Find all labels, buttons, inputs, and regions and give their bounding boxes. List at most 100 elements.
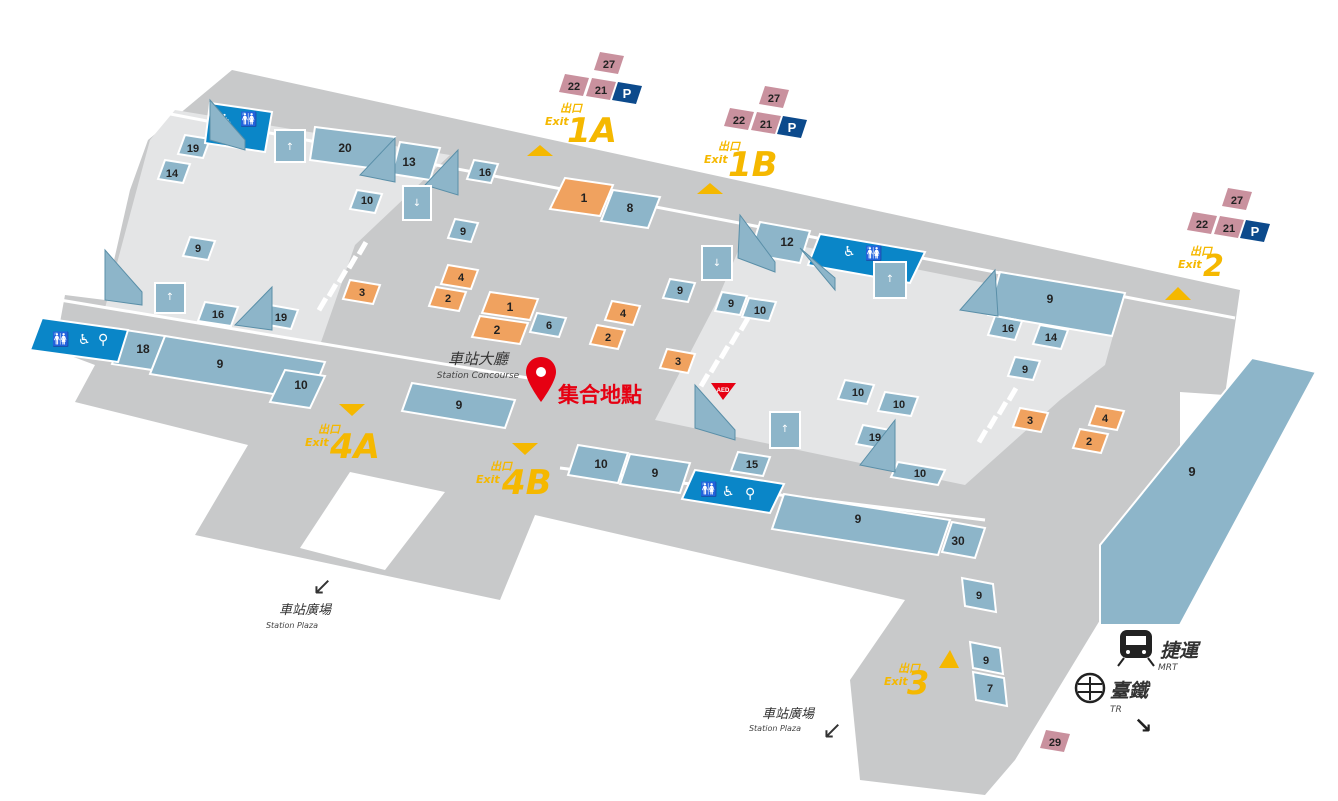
escalator-icon [694,383,736,441]
shop-4-c[interactable] [1087,404,1126,432]
shop-4-a[interactable] [439,263,480,291]
shop-10-c[interactable] [268,368,327,410]
svg-text:↘: ↘ [1134,714,1152,739]
escalator-icon [359,136,396,183]
exit-4b[interactable]: 出口 Exit 4B [476,460,552,503]
svg-text:Exit: Exit [305,436,329,449]
shop-1-b[interactable] [480,290,540,322]
shop-19-a[interactable] [176,133,212,160]
svg-text:↑: ↑ [166,292,174,303]
shop-10c-label: 10 [294,378,308,392]
elevator-icon [154,282,186,314]
shop-9-i[interactable] [618,452,692,495]
svg-text:↓: ↓ [413,198,421,209]
exit-2-arrow [1165,287,1191,300]
svg-text:出口: 出口 [898,662,921,675]
svg-text:出口: 出口 [1190,245,1213,258]
shop-2c-label: 2 [605,332,611,344]
svg-text:捷運: 捷運 [1160,640,1201,662]
plaza-left-label: ↙ 車站廣場 Station Plaza [266,572,333,630]
plaza-right-label: 車站廣場 Station Plaza ↙ [749,707,842,744]
shop-16-c[interactable] [196,300,240,328]
shop-9-l[interactable] [968,640,1005,676]
shop-4-b[interactable] [603,299,642,327]
shop-10-g[interactable] [566,443,630,485]
exit-3[interactable]: 出口 Exit 3 [884,662,929,702]
shop-4b-label: 4 [620,308,627,320]
shop-3-c[interactable] [1011,406,1050,434]
shop-10-b[interactable] [740,296,778,323]
svg-text:車站廣場: 車站廣場 [279,603,333,618]
shop-9-j[interactable] [770,492,952,557]
svg-text:21: 21 [1223,223,1235,235]
svg-text:集合地點: 集合地點 [557,383,642,407]
exit-2[interactable]: 出口 Exit 2 [1178,245,1224,284]
shop-19a-label: 19 [187,143,199,155]
shop-10f-label: 10 [914,468,926,480]
shop-2-c[interactable] [588,323,627,351]
shop-16-a[interactable] [465,158,500,185]
shop-7[interactable] [971,670,1009,708]
shop-10-e[interactable] [876,390,920,418]
svg-text:Exit: Exit [476,473,500,486]
shop-9-k[interactable] [960,576,998,614]
shop-9-b[interactable] [181,235,217,262]
svg-text:Exit: Exit [704,153,728,166]
crosswalk-right [976,386,1019,444]
meeting-point[interactable]: 集合地點 [526,357,642,407]
exit-4a[interactable]: 出口 Exit 4A [305,423,380,467]
shop-14-b[interactable] [1031,323,1070,351]
shop-14-a[interactable] [156,158,192,185]
shop-3-b[interactable] [658,347,697,375]
shop-9-c[interactable] [661,277,697,304]
shop-10d-label: 10 [852,387,864,399]
escalator-icon [859,418,896,473]
metro-train-icon [1117,630,1155,667]
transit-29: 29 [1040,730,1070,752]
exit-1a[interactable]: 出口 Exit 1A [545,102,617,151]
taiwan-railway-icon [1074,672,1106,704]
shop-8[interactable] [599,188,662,230]
shop-16-b[interactable] [986,314,1024,342]
aed-heart-icon: AED [717,388,730,394]
shop-2a-label: 2 [445,293,451,305]
elevator-icon [402,185,432,221]
shop-19c-label: 19 [869,432,881,444]
shop-1a-label: 1 [581,191,588,205]
svg-text:4A: 4A [329,427,380,467]
shop-9-f[interactable] [1006,355,1042,382]
shop-1-a[interactable] [548,176,615,218]
shop-19b-label: 19 [275,312,287,324]
facility-toilets-left [28,316,130,364]
shop-6-label: 6 [546,320,552,332]
shop-20-label: 20 [338,141,352,155]
shop-14b-label: 14 [1045,332,1058,344]
svg-text:出口: 出口 [718,140,741,153]
shop-9-h[interactable] [400,381,517,430]
shop-10-d[interactable] [836,378,876,406]
shop-30[interactable] [940,520,987,560]
shop-10-a[interactable] [348,188,384,215]
svg-text:TR: TR [1110,705,1122,715]
shop-9-a[interactable] [446,217,480,244]
exit-1b[interactable]: 出口 Exit 1B [704,140,778,185]
shop-2-a[interactable] [427,285,468,313]
shop-9-large[interactable] [1099,356,1318,626]
shop-2-d[interactable] [1071,427,1110,455]
escalator-icon [104,248,143,306]
shop-9-d[interactable] [713,290,749,317]
shop-9e-label: 9 [1047,292,1054,306]
shop-16c-label: 16 [212,309,224,321]
shop-10g-label: 10 [594,457,608,471]
svg-text:出口: 出口 [560,102,583,115]
escalator-icon [799,247,836,292]
shop-15[interactable] [729,450,772,478]
shop-9f-label: 9 [1022,364,1028,376]
shop-13[interactable] [390,140,442,182]
svg-text:車站廣場: 車站廣場 [762,707,816,722]
shop-6[interactable] [528,311,568,339]
shop-9j-label: 9 [855,512,862,526]
shop-3-a[interactable] [341,278,382,306]
shop-3a-label: 3 [359,287,365,299]
shop-2-b[interactable] [470,314,530,346]
